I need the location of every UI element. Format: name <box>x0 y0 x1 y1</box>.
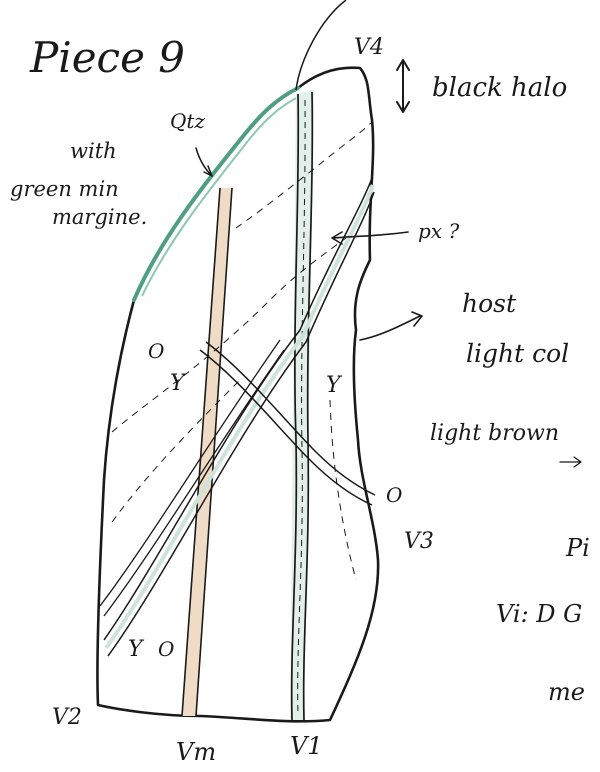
title: Piece 9 <box>29 33 185 82</box>
black-halo-arrow <box>397 60 409 112</box>
label-margine: margine. <box>52 205 147 229</box>
label-o-mark: O <box>148 339 164 363</box>
label-qtz: Qtz <box>170 109 205 133</box>
label-v4: V4 <box>354 35 384 60</box>
label-y-upper-right: Y <box>326 373 343 398</box>
label-v2: V2 <box>52 705 82 730</box>
label-pi: Pi <box>565 534 590 562</box>
v2-vein-upper <box>104 178 372 640</box>
label-v3: V3 <box>404 529 434 554</box>
dashed-contour-lower <box>112 380 240 522</box>
label-black-halo: black halo <box>432 73 567 103</box>
top-leader-line <box>296 0 346 90</box>
light-brown-arrow <box>560 457 581 467</box>
v3-vein-b <box>206 342 375 495</box>
dashed-contour-right <box>330 400 356 580</box>
label-host: host <box>462 289 517 318</box>
label-o-right: O <box>386 483 402 507</box>
label-vm: Vm <box>176 738 216 766</box>
label-px: px ? <box>418 219 459 243</box>
label-me: me <box>548 678 585 706</box>
label-v1: V1 <box>290 732 323 760</box>
diagonal-vein-lower-a <box>100 340 280 606</box>
v3-vein-a <box>200 350 372 505</box>
label-green-min: green min <box>10 177 119 201</box>
label-y-upper-left: Y <box>170 371 187 396</box>
label-light-col: light col <box>466 339 569 368</box>
host-arrow <box>360 312 422 340</box>
label-v1-def: Vi: D G <box>496 600 582 628</box>
label-o-lower: O <box>158 637 174 661</box>
label-light-brown: light brown <box>430 421 559 446</box>
label-with: with <box>70 139 117 163</box>
qtz-arrow <box>196 148 212 176</box>
label-y-lower: Y <box>128 637 145 662</box>
